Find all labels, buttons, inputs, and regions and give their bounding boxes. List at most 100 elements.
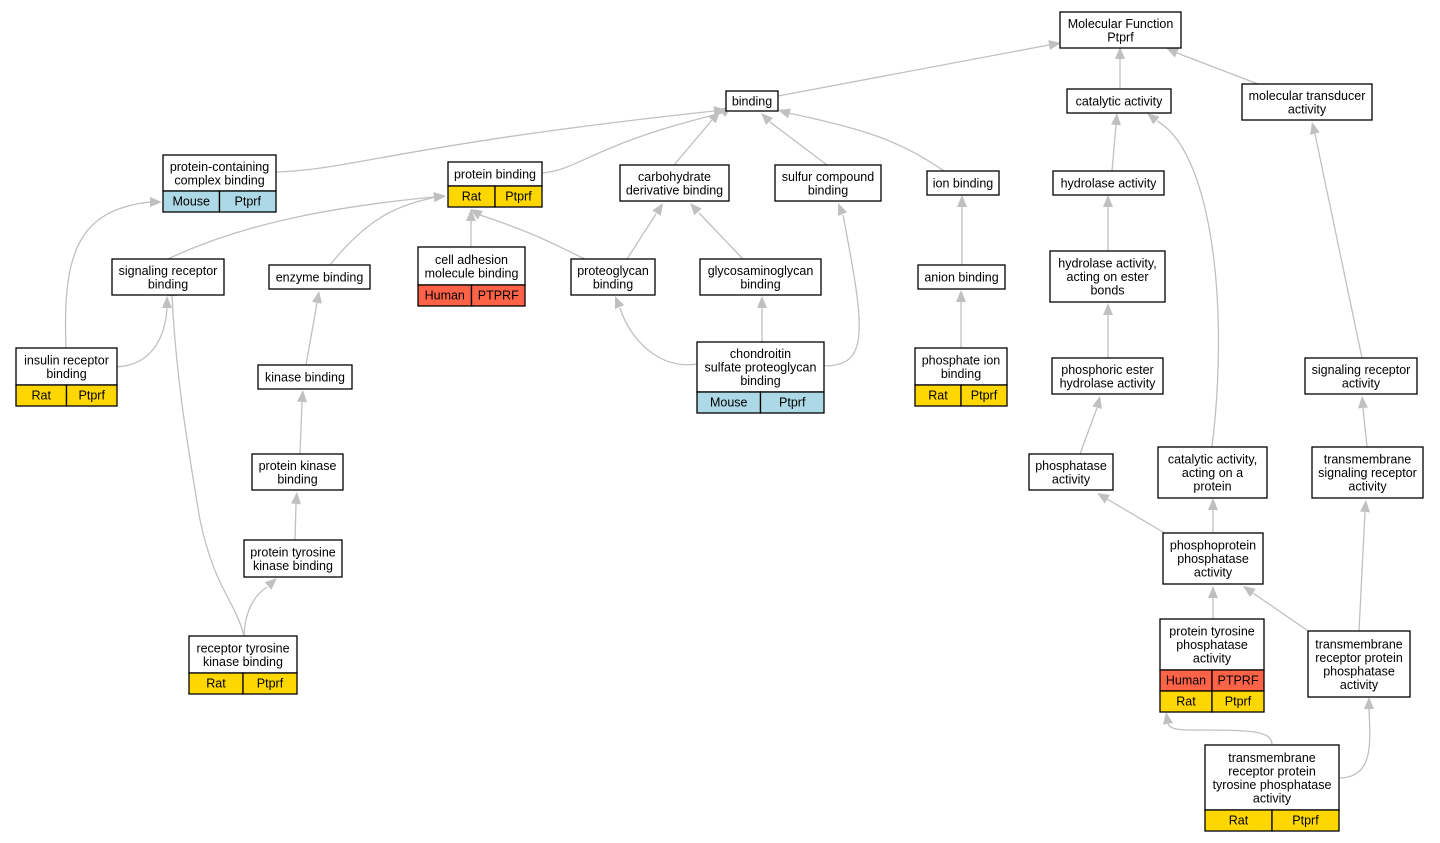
go-term-node-ion[interactable]: ion binding: [926, 170, 1000, 196]
node-label: transmembrane: [1324, 453, 1412, 467]
edge: [1115, 47, 1125, 89]
node-box: [1157, 446, 1268, 499]
edge-line: [541, 112, 723, 174]
edge-line: [299, 401, 303, 455]
node-label: transmembrane: [1228, 751, 1316, 765]
edge: [466, 209, 476, 247]
edge-line: [626, 213, 657, 260]
node-label: binding: [148, 277, 188, 291]
edge: [761, 113, 828, 166]
edge: [1243, 586, 1312, 634]
node-label: protein-containing: [170, 160, 269, 174]
gene-cell: [242, 672, 298, 695]
edge: [1338, 697, 1374, 779]
node-box: [1311, 446, 1424, 499]
arrowhead: [652, 203, 663, 216]
go-term-node-anion[interactable]: anion binding: [917, 264, 1006, 290]
edge-line: [787, 112, 945, 172]
node-label: binding: [732, 95, 772, 109]
go-term-node-hydrolase[interactable]: hydrolase activity: [1052, 170, 1165, 196]
node-box: [570, 258, 656, 296]
arrowhead: [312, 291, 322, 304]
gene-label: Ptprf: [1225, 695, 1252, 709]
edge-line: [1167, 723, 1273, 746]
edge: [1358, 396, 1368, 448]
node-label: proteoglycan: [577, 264, 649, 278]
edge: [1208, 498, 1218, 533]
node-box: [188, 635, 298, 674]
node-label: bonds: [1090, 284, 1124, 298]
organism-label: Rat: [928, 389, 948, 403]
edge: [297, 390, 307, 455]
go-term-node-enzyme[interactable]: enzyme binding: [268, 264, 371, 290]
gene-cell: [759, 391, 825, 414]
arrowhead: [1166, 48, 1179, 58]
node-label: sulfur compound: [782, 170, 874, 184]
node-label: protein tyrosine: [250, 545, 336, 559]
arrowhead: [1111, 113, 1121, 126]
node-label: activity: [1194, 566, 1233, 580]
go-term-node-catalytic[interactable]: catalytic activity: [1066, 88, 1172, 114]
arrowhead: [690, 203, 702, 216]
gene-cell: [1271, 809, 1340, 832]
node-label: cell adhesion: [435, 253, 508, 267]
node-label: hydrolase activity: [1061, 177, 1158, 191]
node-box: [162, 154, 277, 192]
node-label: complex binding: [174, 173, 264, 187]
organism-label: Rat: [32, 389, 52, 403]
go-term-node-binding[interactable]: binding: [725, 90, 779, 112]
edge: [1103, 303, 1113, 358]
node-label: protein binding: [454, 168, 536, 182]
node-label: kinase binding: [265, 371, 345, 385]
gene-label: Ptprf: [505, 190, 532, 204]
edge-line: [294, 503, 297, 541]
node-label: activity: [1253, 791, 1292, 805]
go-term-node-kinase[interactable]: kinase binding: [257, 364, 353, 390]
node-box: [1304, 357, 1418, 395]
node-label: phosphatase: [1177, 552, 1249, 566]
node-label: activity: [1342, 376, 1381, 390]
node-box: [725, 90, 779, 112]
arrowhead: [1147, 113, 1160, 125]
edge-line: [1176, 52, 1259, 85]
go-term-node-ptpa[interactable]: protein tyrosinephosphataseactivityHuman…: [1159, 618, 1265, 713]
organism-label: Human: [425, 289, 465, 303]
node-label: receptor tyrosine: [196, 641, 289, 655]
edge-line: [619, 307, 698, 366]
node-label: binding: [46, 367, 86, 381]
edges-layer: [64, 40, 1374, 779]
node-label: phosphate ion: [922, 353, 1001, 367]
node-label: activity: [1348, 480, 1387, 494]
node-label: phosphatase: [1035, 459, 1107, 473]
edge: [1079, 396, 1102, 455]
edge-line: [64, 201, 151, 349]
node-box: [1028, 453, 1114, 491]
edge-line: [823, 214, 860, 367]
arrowhead: [1048, 40, 1061, 50]
